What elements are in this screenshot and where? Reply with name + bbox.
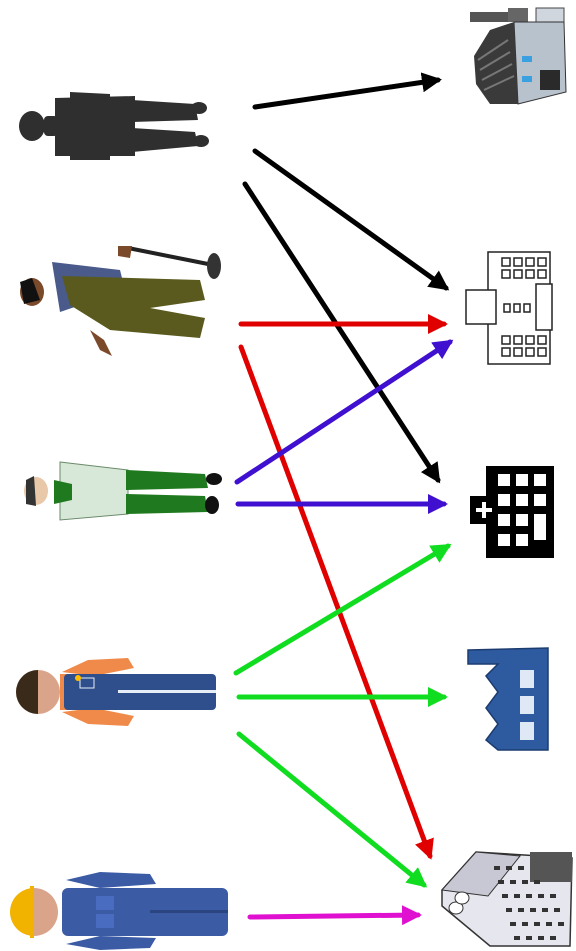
factory-building — [467, 647, 549, 751]
arrow-silhouette-to-plant — [252, 72, 442, 110]
arrow-greenpants-to-office — [234, 339, 454, 485]
overalls-worker — [16, 658, 216, 726]
arrow-silhouette-to-office — [252, 148, 450, 291]
arrow-overalls-to-apartment — [236, 731, 428, 888]
green-pants-worker — [14, 456, 228, 530]
arrow-overalls-to-hospital — [233, 543, 452, 676]
arrow-hardhat-to-apartment — [247, 905, 422, 926]
silhouette-worker — [19, 92, 209, 160]
hardhat-worker — [10, 872, 228, 950]
arrow-sweeper-to-apartment — [238, 344, 434, 860]
hospital-building — [470, 466, 554, 558]
sweeping-worker — [20, 246, 221, 356]
industrial-plant-building — [470, 7, 567, 105]
apartment-complex-building — [440, 851, 573, 947]
office-building — [465, 251, 553, 365]
connection-arrows — [233, 72, 454, 926]
arrow-silhouette-to-hospital — [242, 181, 441, 484]
